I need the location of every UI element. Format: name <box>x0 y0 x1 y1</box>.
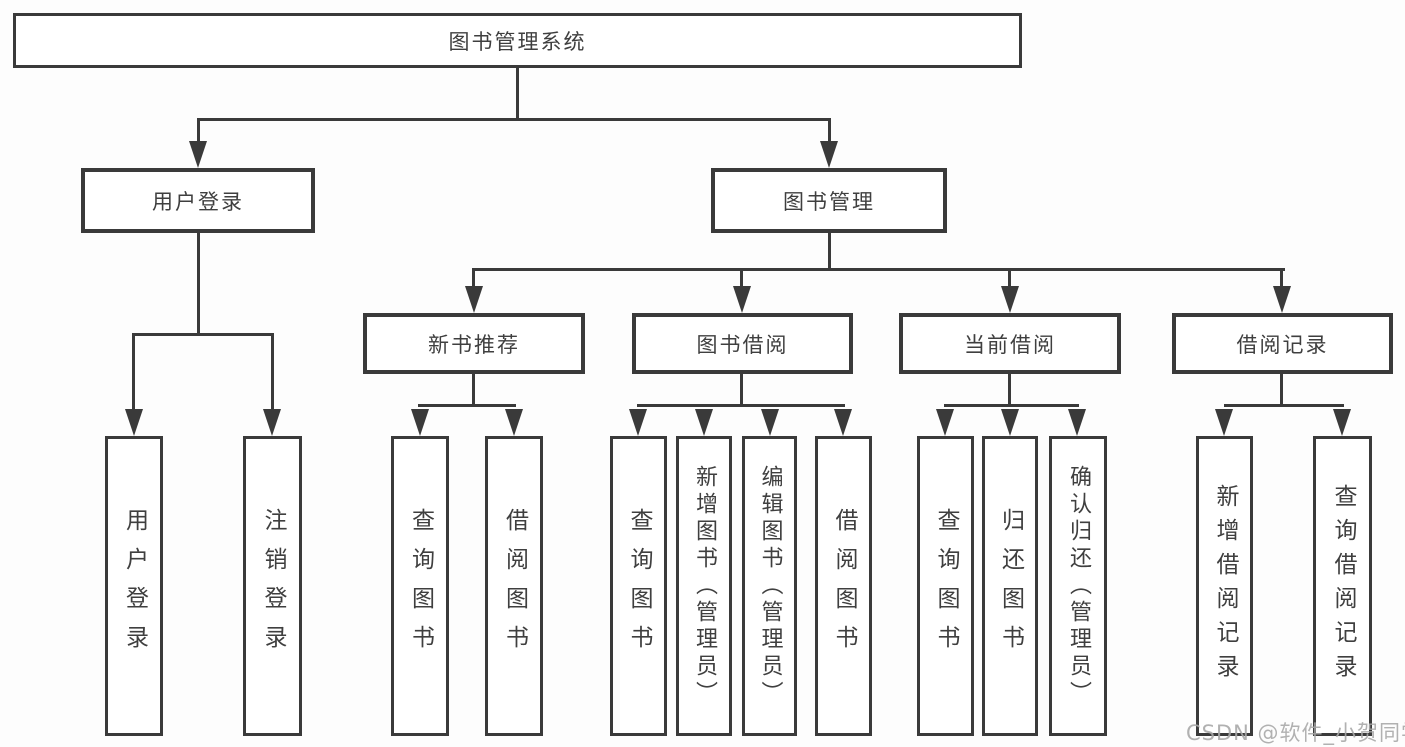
leaf-borrow-books-borrowing-label: 借阅图书 <box>831 508 857 664</box>
leaf-add-book-admin: 新增图书（管理员） <box>676 436 732 736</box>
arrowhead <box>733 286 751 313</box>
connector-line <box>1280 374 1283 407</box>
connector-line <box>472 374 475 407</box>
arrowhead <box>761 409 779 436</box>
leaf-logout: 注销登录 <box>243 436 302 736</box>
leaf-return-books: 归还图书 <box>982 436 1038 736</box>
leaf-edit-book-admin: 编辑图书（管理员） <box>742 436 797 736</box>
leaf-query-books-current: 查询图书 <box>917 436 974 736</box>
node-book-management-label: 图书管理 <box>783 189 875 214</box>
connector-line <box>637 404 845 407</box>
arrowhead <box>820 141 838 168</box>
arrowhead <box>411 409 429 436</box>
node-borrowing-records: 借阅记录 <box>1172 313 1393 374</box>
connector-line <box>516 67 519 121</box>
connector-line <box>197 120 200 145</box>
connector-line <box>740 374 743 407</box>
node-user-login: 用户登录 <box>81 168 315 233</box>
arrowhead <box>1068 409 1086 436</box>
leaf-add-borrow-record-label: 新增借阅记录 <box>1212 484 1238 688</box>
connector-line <box>1008 374 1011 407</box>
arrowhead <box>189 141 207 168</box>
connector-line <box>1224 404 1344 407</box>
leaf-return-books-label: 归还图书 <box>997 508 1024 664</box>
connector-line <box>418 404 516 407</box>
connector-line <box>197 118 831 121</box>
leaf-borrow-books-recommend: 借阅图书 <box>485 436 543 736</box>
leaf-user-login: 用户登录 <box>105 436 163 736</box>
leaf-query-books-recommend-label: 查询图书 <box>407 508 434 664</box>
leaf-query-books-borrowing-label: 查询图书 <box>626 508 652 664</box>
node-user-login-label: 用户登录 <box>152 189 244 214</box>
leaf-add-book-admin-label: 新增图书（管理员） <box>692 464 717 708</box>
node-root-label: 图书管理系统 <box>448 29 587 54</box>
connector-line <box>944 404 1079 407</box>
arrowhead <box>1215 409 1233 436</box>
arrowhead <box>695 409 713 436</box>
leaf-confirm-return-admin-label: 确认归还（管理员） <box>1066 464 1091 708</box>
connector-line <box>828 120 831 145</box>
arrowhead <box>834 409 852 436</box>
node-new-book-recommend: 新书推荐 <box>363 313 585 374</box>
connector-line <box>740 270 743 288</box>
leaf-query-borrow-record: 查询借阅记录 <box>1313 436 1372 736</box>
leaf-user-login-label: 用户登录 <box>121 508 148 664</box>
connector-line <box>271 335 274 411</box>
connector-line <box>132 333 274 336</box>
arrowhead <box>505 409 523 436</box>
leaf-confirm-return-admin: 确认归还（管理员） <box>1049 436 1107 736</box>
leaf-query-books-recommend: 查询图书 <box>391 436 449 736</box>
leaf-query-books-current-label: 查询图书 <box>933 508 959 664</box>
watermark: CSDN @软件_小贺同学 <box>1186 721 1405 745</box>
connector-line <box>197 233 200 336</box>
arrowhead <box>1273 286 1291 313</box>
connector-line <box>1008 270 1011 288</box>
arrowhead <box>629 409 647 436</box>
leaf-logout-label: 注销登录 <box>260 508 286 664</box>
arrowhead <box>125 409 143 436</box>
node-book-borrowing: 图书借阅 <box>632 313 853 374</box>
connector-line <box>132 335 135 411</box>
arrowhead <box>263 409 281 436</box>
leaf-query-borrow-record-label: 查询借阅记录 <box>1330 484 1356 688</box>
connector-line <box>828 233 831 271</box>
leaf-add-borrow-record: 新增借阅记录 <box>1196 436 1253 736</box>
node-current-borrowing: 当前借阅 <box>899 313 1121 374</box>
leaf-borrow-books-recommend-label: 借阅图书 <box>501 508 528 664</box>
leaf-edit-book-admin-label: 编辑图书（管理员） <box>757 464 783 708</box>
arrowhead <box>936 409 954 436</box>
node-book-management: 图书管理 <box>711 168 947 233</box>
connector-line <box>1280 270 1283 288</box>
connector-line <box>472 270 475 288</box>
node-current-borrowing-label: 当前借阅 <box>964 332 1056 357</box>
arrowhead <box>1333 409 1351 436</box>
arrowhead <box>1001 409 1019 436</box>
node-root: 图书管理系统 <box>13 13 1022 68</box>
node-new-book-recommend-label: 新书推荐 <box>428 332 520 357</box>
arrowhead <box>1001 286 1019 313</box>
arrowhead <box>465 286 483 313</box>
leaf-borrow-books-borrowing: 借阅图书 <box>815 436 872 736</box>
connector-line <box>472 268 1285 271</box>
node-book-borrowing-label: 图书借阅 <box>696 332 789 357</box>
node-borrowing-records-label: 借阅记录 <box>1236 332 1329 357</box>
leaf-query-books-borrowing: 查询图书 <box>610 436 667 736</box>
